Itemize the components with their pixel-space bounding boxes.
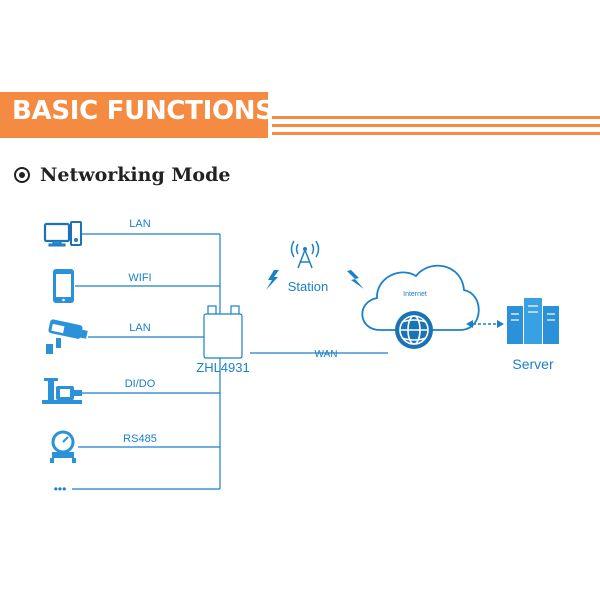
server-rack-icon: [507, 298, 559, 344]
header-title: BASIC FUNCTIONS: [12, 96, 274, 126]
smartphone-icon: [53, 269, 74, 303]
section-heading: Networking Mode: [14, 164, 230, 186]
more-devices-ellipsis: •••: [54, 482, 67, 496]
header-stripe: [272, 124, 600, 127]
globe-icon: [395, 311, 433, 349]
radio-bullet-icon: [14, 167, 30, 183]
signal-tower-icon: [290, 240, 320, 269]
link-label-rs485: RS485: [123, 433, 157, 445]
router-label: ZHL4931: [196, 360, 249, 375]
section-title: Networking Mode: [40, 164, 231, 186]
internet-label: Internet: [403, 291, 427, 298]
wireless-signal-icon: [266, 270, 279, 290]
link-label-lan: LAN: [129, 322, 150, 334]
meter-gauge-icon: [50, 430, 76, 463]
wireless-signal-icon: [347, 270, 364, 289]
link-label-wifi: WIFI: [128, 272, 151, 284]
bidirectional-arrow-icon: [466, 320, 504, 328]
header-banner: [0, 92, 268, 138]
surveillance-camera-icon: [46, 319, 88, 354]
desktop-computer-icon: [43, 221, 82, 247]
router-device-icon: [203, 305, 243, 359]
link-label-lan: LAN: [129, 218, 150, 230]
header-stripe: [272, 116, 600, 119]
station-label: Station: [288, 279, 328, 294]
server-label: Server: [512, 356, 554, 372]
internet-cloud-icon: [361, 264, 480, 331]
wan-label: WAN: [315, 349, 338, 360]
industrial-equipment-icon: [42, 378, 82, 404]
link-label-dido: DI/DO: [125, 378, 156, 390]
header-stripe: [272, 132, 600, 135]
